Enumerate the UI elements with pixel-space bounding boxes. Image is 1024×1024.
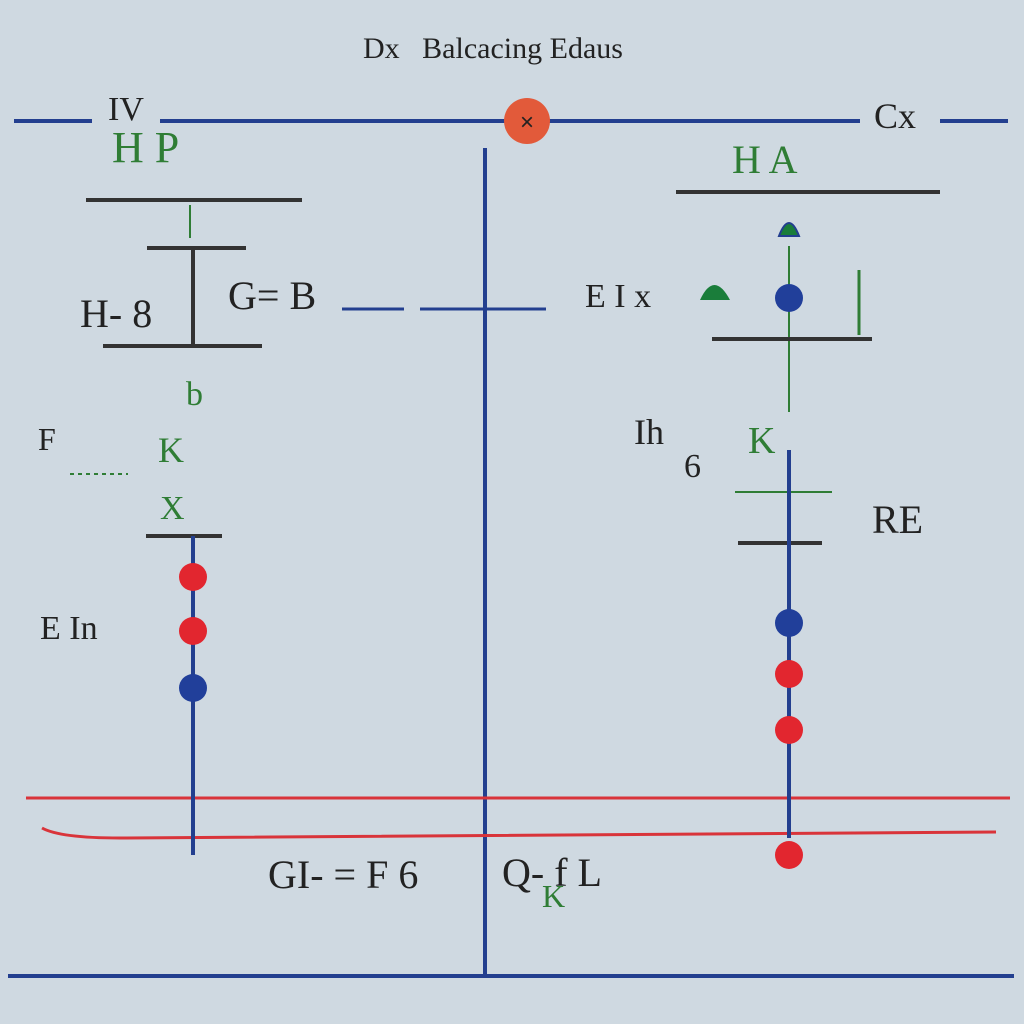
label-left-mid: H- 8 xyxy=(80,291,153,336)
label-right-rf: RE xyxy=(872,497,924,542)
label-right-top-pair: H A xyxy=(732,137,798,182)
right-dot-5 xyxy=(775,841,803,869)
mid-green-bell xyxy=(700,285,730,300)
left-dot-2 xyxy=(179,617,207,645)
label-bottom-left: GI- = F 6 xyxy=(268,852,419,897)
diagram-title: Dx Balcacing Edaus xyxy=(363,34,623,64)
label-left-xa: K xyxy=(158,430,184,470)
top-green-bell xyxy=(777,222,801,237)
label-right-xb: K xyxy=(748,420,776,462)
label-left-ein: E In xyxy=(40,610,98,647)
red-line-lower xyxy=(41,826,997,840)
right-dot-2 xyxy=(775,609,803,637)
label-bottom-right: Q- f L xyxy=(502,850,602,895)
label-left-mid-right: G= B xyxy=(228,273,317,318)
label-right-mid: E I x xyxy=(585,278,652,315)
label-right-ge: 6 xyxy=(684,448,701,485)
center-node xyxy=(504,98,550,144)
right-dot-4 xyxy=(775,716,803,744)
label-left-top-pair: H P xyxy=(112,123,180,172)
label-bottom-k: K xyxy=(542,878,566,914)
label-left-x: X xyxy=(160,490,185,527)
left-dot-3 xyxy=(179,674,207,702)
label-small-b: b xyxy=(186,376,203,413)
title-main: Balcacing Edaus xyxy=(422,32,623,65)
title-prefix: Dx xyxy=(363,32,400,65)
center-node-symbol: × xyxy=(520,109,534,136)
right-dot-1 xyxy=(775,284,803,312)
right-dot-3 xyxy=(775,660,803,688)
label-left-f: F xyxy=(38,421,56,457)
label-top-left: IV xyxy=(108,91,144,128)
label-top-right: Cx xyxy=(874,96,917,136)
label-right-ih: Ih xyxy=(634,412,664,452)
left-dot-1 xyxy=(179,563,207,591)
